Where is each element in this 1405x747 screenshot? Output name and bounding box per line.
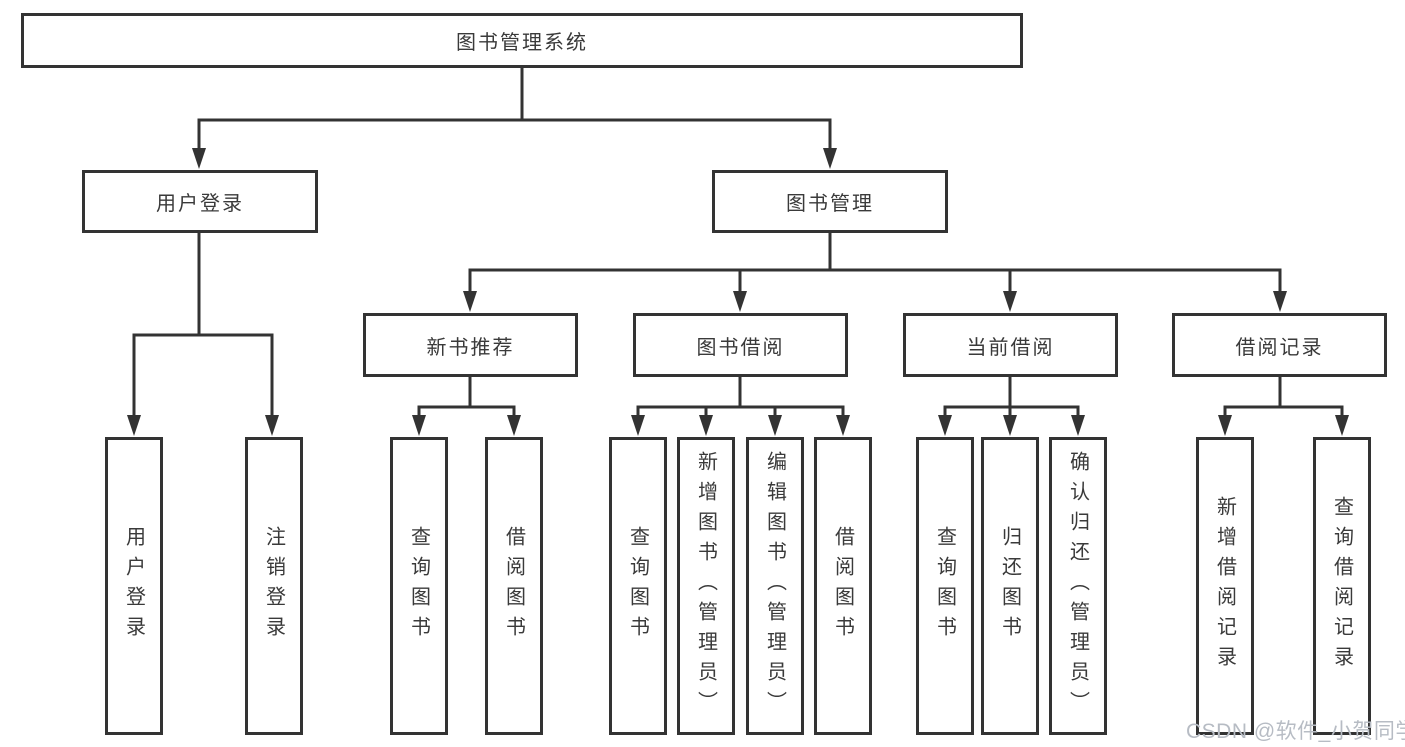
node-current-borrow: 当前借阅 — [903, 313, 1118, 377]
leaf-current-confirm-admin: 确认归还（管理员） — [1049, 437, 1107, 735]
node-book-management: 图书管理 — [712, 170, 948, 233]
leaf-current-return: 归还图书 — [981, 437, 1039, 735]
node-user-login: 用户登录 — [82, 170, 318, 233]
node-book-borrow: 图书借阅 — [633, 313, 848, 377]
node-new-book-recommend: 新书推荐 — [363, 313, 578, 377]
leaf-borrow-edit-admin: 编辑图书（管理员） — [746, 437, 804, 735]
leaf-borrow-borrow: 借阅图书 — [814, 437, 872, 735]
leaf-records-query: 查询借阅记录 — [1313, 437, 1371, 735]
node-borrow-records: 借阅记录 — [1172, 313, 1387, 377]
leaf-newbooks-borrow: 借阅图书 — [485, 437, 543, 735]
leaf-user-login: 用户登录 — [105, 437, 163, 735]
leaf-current-query: 查询图书 — [916, 437, 974, 735]
leaf-borrow-add-admin: 新增图书（管理员） — [677, 437, 735, 735]
leaf-borrow-query: 查询图书 — [609, 437, 667, 735]
leaf-logout: 注销登录 — [245, 437, 303, 735]
csdn-watermark: CSDN @软件_小贺同学 — [1186, 720, 1405, 743]
leaf-newbooks-query: 查询图书 — [390, 437, 448, 735]
node-root: 图书管理系统 — [21, 13, 1023, 68]
leaf-records-add: 新增借阅记录 — [1196, 437, 1254, 735]
